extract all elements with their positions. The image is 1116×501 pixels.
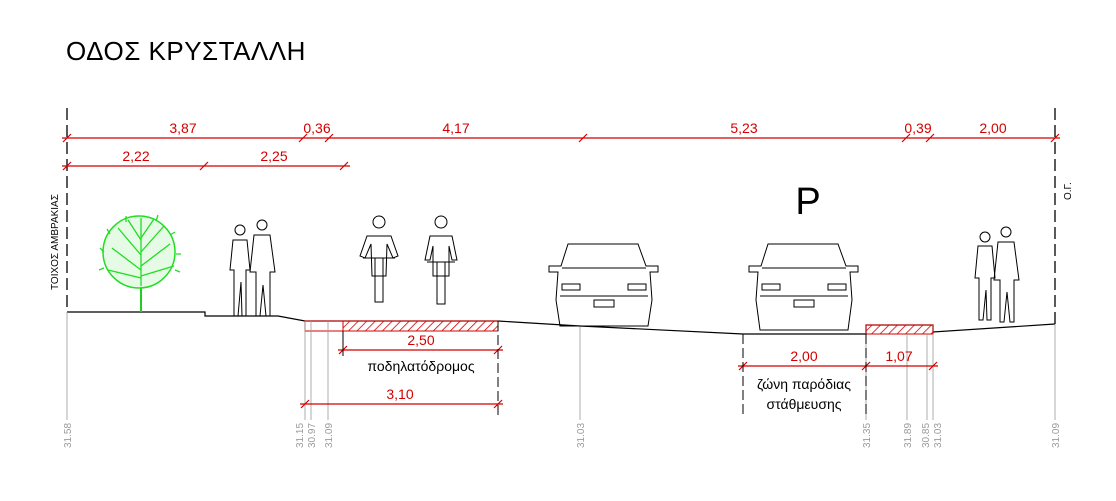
- dim-2-22: 2,22: [122, 148, 149, 164]
- elevation-31-15: 31.15: [295, 423, 306, 448]
- elevation-31-03-center: 31.03: [576, 423, 587, 448]
- bike-lane-total: 3,10: [386, 386, 413, 402]
- wall-label: ΤΟΙΧΟΣ ΑΜΒΡΑΚΙΑΣ: [50, 194, 61, 290]
- elevation-30-97: 30.97: [307, 423, 318, 448]
- bike-lane-width: 2,50: [407, 332, 434, 348]
- pedestrian-pair-right-icon: [974, 226, 1020, 323]
- dim-0-36: 0,36: [303, 120, 330, 136]
- elevation-31-03-right: 31.03: [933, 423, 944, 448]
- elevation-31-09-left: 31.09: [324, 423, 335, 448]
- tree-icon: [98, 214, 181, 312]
- parking-label-2: στάθμευσης: [767, 396, 842, 412]
- og-label: Ο.Γ.: [1063, 182, 1074, 200]
- parking-label-1: ζώνη παρόδιας: [757, 376, 851, 392]
- dim-5-23: 5,23: [730, 120, 757, 136]
- bike-lane-label: ποδηλατόδρομος: [367, 358, 474, 374]
- elevation-31-58: 31.58: [63, 423, 74, 448]
- top-dimension-chain: [62, 133, 1060, 143]
- elevation-30-85: 30.85: [921, 423, 932, 448]
- parking-width: 2,00: [790, 348, 817, 364]
- parking-symbol: P: [795, 181, 820, 223]
- pedestrian-pair-icon: [229, 219, 276, 317]
- page-title: ΟΔΟΣ ΚΡΥΣΤΑΛΛΗ: [66, 36, 306, 66]
- dim-3-87: 3,87: [169, 120, 196, 136]
- second-dimension-chain: [62, 161, 350, 171]
- dim-2-00-right: 2,00: [979, 120, 1006, 136]
- dim-4-17: 4,17: [442, 120, 469, 136]
- dim-0-39: 0,39: [904, 120, 931, 136]
- elevation-31-09-right: 31.09: [1051, 423, 1062, 448]
- bike-lane-dims: [300, 345, 503, 409]
- car-rear-icon: [548, 243, 859, 331]
- cyclist-icon: [359, 215, 458, 305]
- bike-lane-hatch: [342, 320, 499, 332]
- right-curb-hatch: [865, 324, 934, 335]
- dim-2-25: 2,25: [260, 148, 287, 164]
- right-width: 1,07: [885, 348, 912, 364]
- elevation-31-35: 31.35: [862, 423, 873, 448]
- elevation-31-89: 31.89: [903, 423, 914, 448]
